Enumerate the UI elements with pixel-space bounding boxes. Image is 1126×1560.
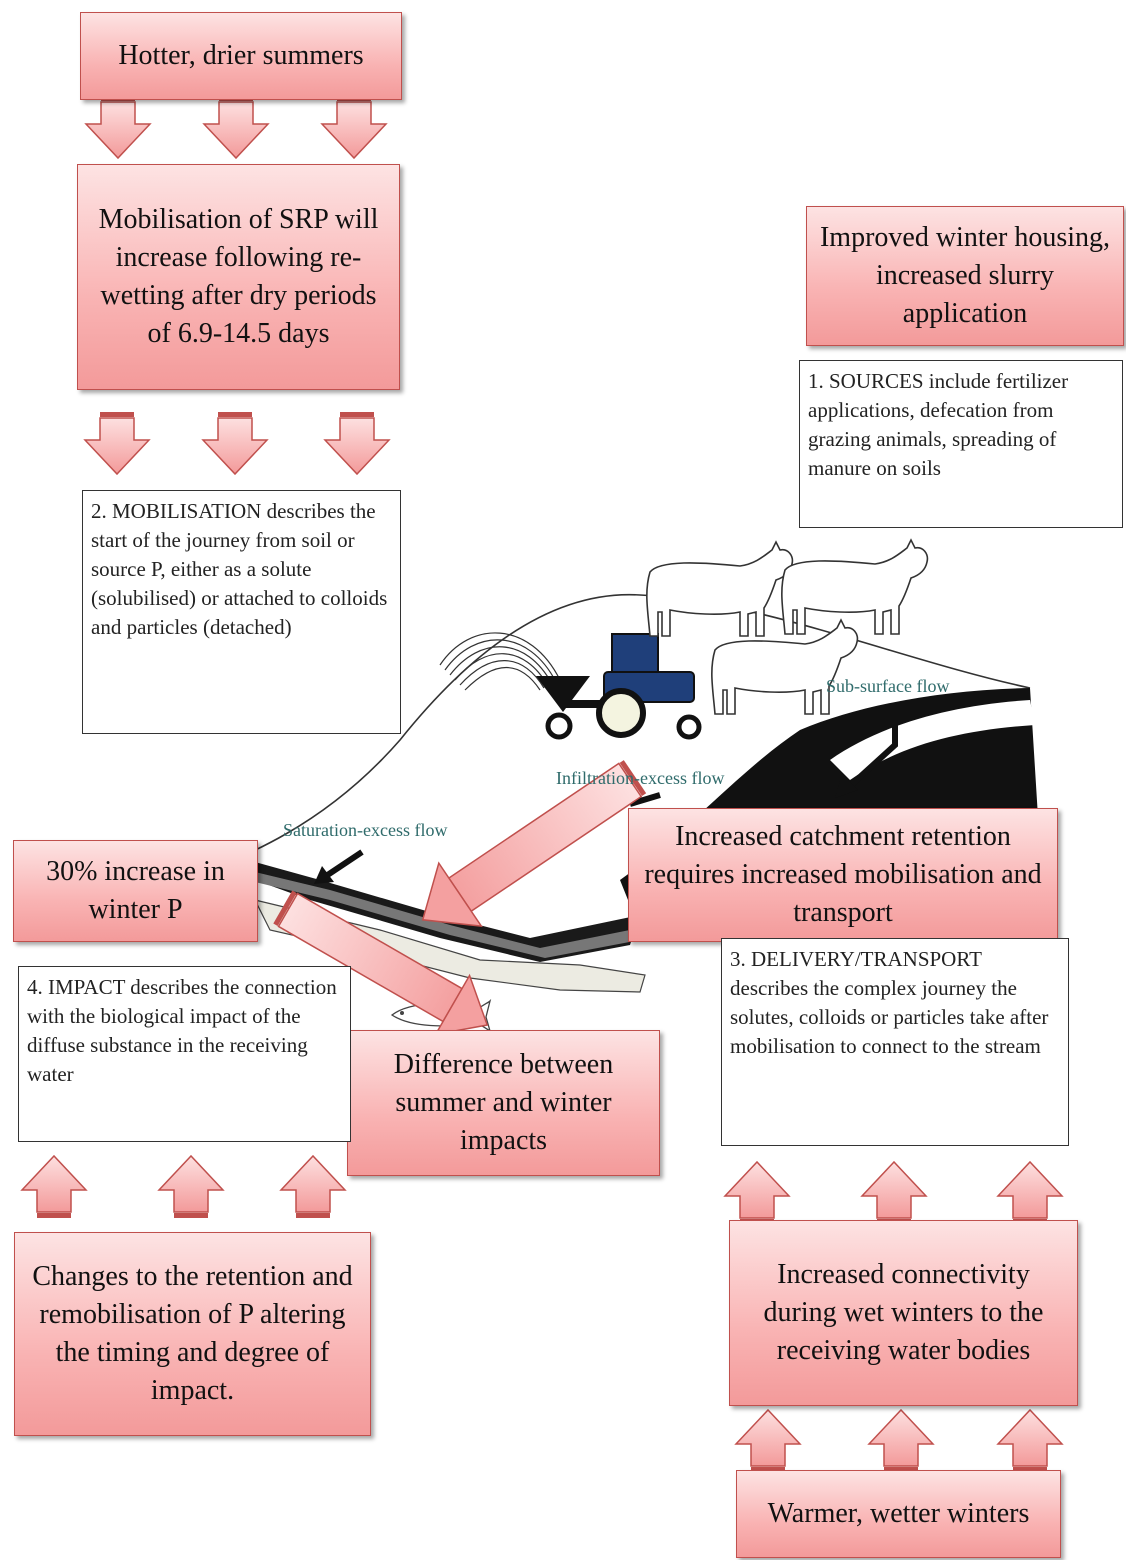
subsurface-flow-label: Sub-surface flow bbox=[826, 676, 950, 696]
impact-stage-box: 4. IMPACT describes the connection with … bbox=[18, 966, 351, 1142]
srp-mobilisation-box: Mobilisation of SRP will increase follow… bbox=[77, 164, 400, 390]
slurry-spray-icon bbox=[439, 632, 561, 691]
summer-climate-box: Hotter, drier summers bbox=[80, 12, 402, 100]
saturation-flow-label: Saturation-excess flow bbox=[283, 820, 448, 840]
infiltration-flow-label: Infiltration-excess flow bbox=[556, 768, 725, 788]
saturation-flow-arrow bbox=[324, 849, 364, 879]
retention-to-stream-arrow bbox=[421, 760, 647, 928]
stream-channel-dark bbox=[255, 862, 640, 962]
retention-box: Increased catchment retention requires i… bbox=[628, 808, 1058, 942]
cow-icon bbox=[781, 539, 929, 635]
winter-climate-box: Warmer, wetter winters bbox=[736, 1470, 1061, 1558]
winter-p-to-stream-arrow bbox=[273, 890, 489, 1036]
delivery-stage-box: 3. DELIVERY/TRANSPORT describes the comp… bbox=[721, 938, 1069, 1146]
tractor-icon bbox=[536, 633, 702, 740]
cow-icon bbox=[646, 541, 794, 637]
subsurface-flow-arrow bbox=[847, 709, 898, 789]
winter-p-box: 30% increase in winter P bbox=[13, 840, 258, 942]
sources-stage-box: 1. SOURCES include fertilizer applicatio… bbox=[799, 360, 1123, 528]
mobilisation-stage-box: 2. MOBILISATION describes the start of t… bbox=[82, 490, 401, 734]
retention-changes-box: Changes to the retention and remobilisat… bbox=[14, 1232, 371, 1436]
infiltration-flow-arrow bbox=[629, 792, 661, 807]
housing-box: Improved winter housing, increased slurr… bbox=[806, 206, 1124, 346]
seasonal-difference-box: Difference between summer and winter imp… bbox=[347, 1030, 660, 1176]
connectivity-box: Increased connectivity during wet winter… bbox=[729, 1220, 1078, 1406]
